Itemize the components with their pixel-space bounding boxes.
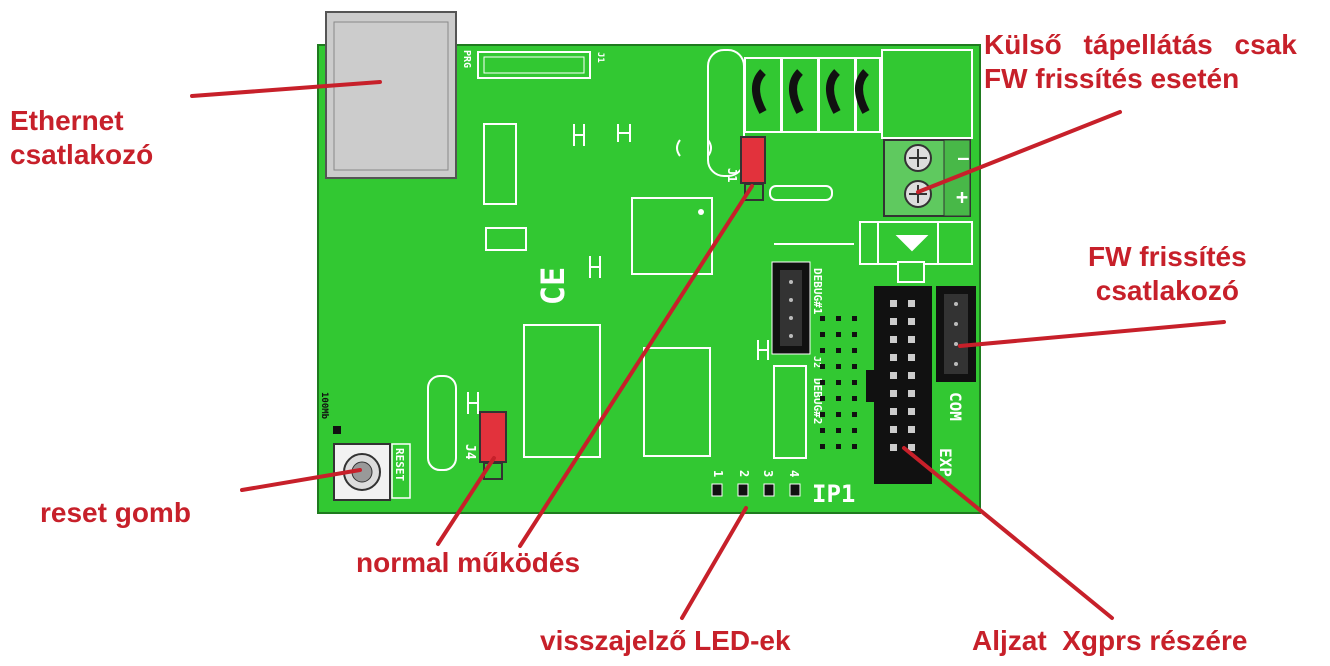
debug1-header xyxy=(772,262,810,354)
callout-fw-connector-line2: csatlakozó xyxy=(1088,274,1247,308)
silk-ip1: IP1 xyxy=(812,480,855,508)
silk-j1-label: J1 xyxy=(725,168,739,182)
callout-xgprs: Aljzat Xgprs részére xyxy=(972,624,1247,658)
ce-mark: CE xyxy=(534,267,572,306)
link-led xyxy=(333,426,341,434)
silk-100mb: 100Mb xyxy=(319,392,329,420)
ethernet-connector xyxy=(326,12,456,178)
com-header[interactable] xyxy=(936,286,976,382)
callout-leds: visszajelző LED-ek xyxy=(540,624,791,658)
exp-socket[interactable] xyxy=(866,286,932,484)
silk-exp: EXP xyxy=(936,448,955,477)
leader-fw-connector xyxy=(960,322,1224,346)
callout-power-line1: Külső tápellátás csak xyxy=(984,28,1326,62)
callout-ethernet: Ethernet csatlakozó xyxy=(10,104,153,172)
callout-ethernet-line2: csatlakozó xyxy=(10,138,153,172)
normal-jumper-j4[interactable] xyxy=(480,412,506,462)
leader-leds xyxy=(682,508,746,618)
led-number: 1 xyxy=(711,470,725,477)
ic-marker xyxy=(698,209,704,215)
silk-com: COM xyxy=(946,392,965,421)
callout-fw-connector: FW frissítés csatlakozó xyxy=(1088,240,1247,308)
callout-power: Külső tápellátás csak FW frissítés eseté… xyxy=(984,28,1326,96)
callout-reset: reset gomb xyxy=(40,496,191,530)
silk-prg: PRG xyxy=(461,50,472,68)
silk-debug1: DEBUG#1 xyxy=(811,268,824,315)
callout-power-line2: FW frissítés esetén xyxy=(984,62,1326,96)
led-number: 3 xyxy=(761,470,775,477)
silk-reset: RESET xyxy=(393,448,406,481)
led-number: 4 xyxy=(787,470,801,477)
silk-j4: J4 xyxy=(462,444,477,460)
callout-fw-connector-line1: FW frissítés xyxy=(1088,240,1247,274)
callout-ethernet-line1: Ethernet xyxy=(10,104,153,138)
callout-normal: normal működés xyxy=(356,546,580,580)
silk-plus: + xyxy=(956,185,968,209)
silk-j1: J1 xyxy=(595,52,605,63)
silk-minus: – xyxy=(958,148,969,169)
normal-jumper-j1[interactable] xyxy=(741,137,765,183)
led-number: 2 xyxy=(737,470,751,477)
leader-xgprs xyxy=(904,448,1112,618)
